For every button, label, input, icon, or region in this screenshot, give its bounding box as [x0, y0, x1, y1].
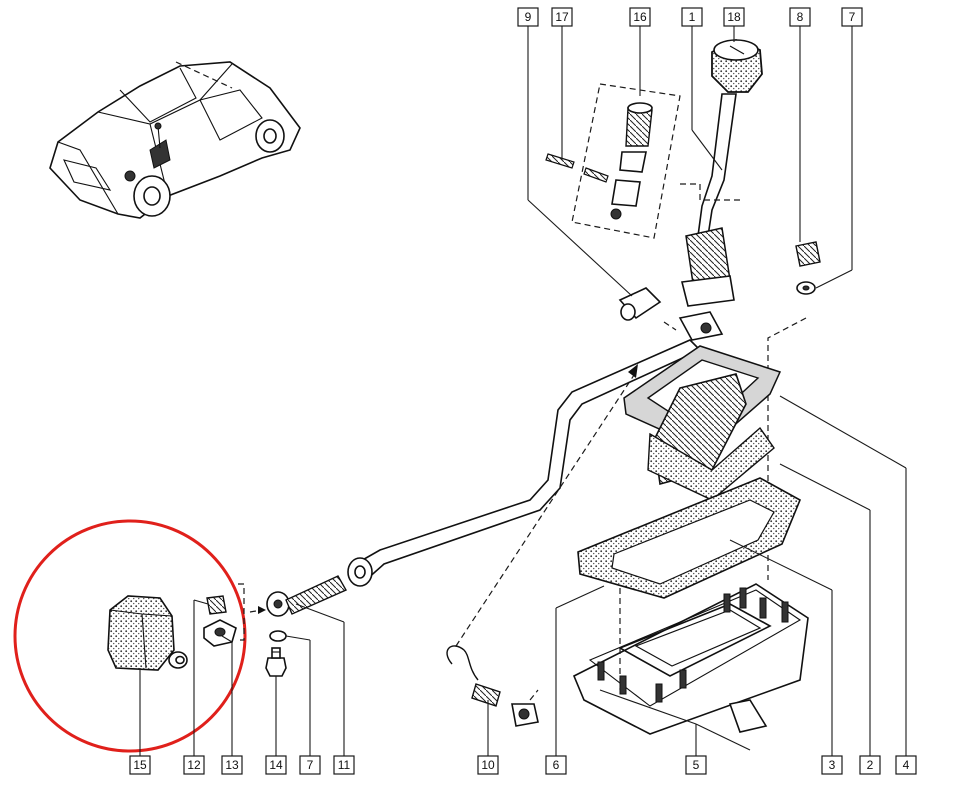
- svg-text:17: 17: [555, 10, 569, 24]
- part-16-assembly: [571, 83, 681, 239]
- svg-text:3: 3: [829, 758, 836, 772]
- svg-text:12: 12: [187, 758, 201, 772]
- svg-text:5: 5: [693, 758, 700, 772]
- part-12-nut: [206, 595, 227, 615]
- callout-5: 5: [685, 755, 707, 775]
- callout-9: 9: [517, 7, 539, 27]
- svg-text:11: 11: [338, 758, 351, 772]
- svg-text:14: 14: [269, 758, 283, 772]
- part-5-base-plate: [572, 583, 809, 735]
- part-6-gasket: [577, 477, 802, 599]
- callout-17: 17: [551, 7, 573, 27]
- car-illustration: [49, 61, 301, 219]
- leader-lines: [139, 26, 907, 760]
- lever-dash: [680, 183, 740, 201]
- part-8-nut: [795, 241, 821, 267]
- part-1-lever: [697, 93, 737, 237]
- callout-7-top: 7: [841, 7, 863, 27]
- svg-text:15: 15: [133, 758, 147, 772]
- svg-text:7: 7: [307, 758, 314, 772]
- bracket-dash: [238, 583, 245, 641]
- callout-1: 1: [681, 7, 703, 27]
- callout-8: 8: [789, 7, 811, 27]
- svg-text:9: 9: [525, 10, 532, 24]
- callout-10: 10: [477, 755, 499, 775]
- svg-text:4: 4: [903, 758, 910, 772]
- svg-text:18: 18: [727, 10, 741, 24]
- callout-11: 11: [333, 755, 355, 775]
- callout-15: 15: [129, 755, 151, 775]
- part-17-pins: [545, 153, 609, 183]
- spring-dash: [455, 371, 637, 647]
- callout-13: 13: [221, 755, 243, 775]
- svg-text:13: 13: [225, 758, 239, 772]
- svg-text:8: 8: [797, 10, 804, 24]
- callout-16: 16: [629, 7, 651, 27]
- callout-6: 6: [545, 755, 567, 775]
- callout-7-bottom: 7: [299, 755, 321, 775]
- part-15-rubber-block: [107, 595, 188, 671]
- callout-14: 14: [265, 755, 287, 775]
- svg-text:16: 16: [633, 10, 647, 24]
- callout-2: 2: [859, 755, 881, 775]
- lever-boot-upper: [681, 227, 735, 307]
- part-18-knob: [711, 39, 763, 93]
- spring-arrow-dash: [529, 689, 539, 701]
- callout-12: 12: [183, 755, 205, 775]
- part-14-bolt: [265, 647, 287, 677]
- part-9-coupling: [618, 287, 662, 321]
- svg-text:10: 10: [481, 758, 495, 772]
- callout-3: 3: [821, 755, 843, 775]
- part-10-spring: [446, 645, 539, 727]
- svg-text:6: 6: [553, 758, 560, 772]
- part-2-boot: [647, 373, 775, 501]
- part-11-rod-end: [266, 575, 347, 617]
- coupling-arrow: [663, 321, 677, 331]
- callout-18: 18: [723, 7, 745, 27]
- highlight-circle: [13, 519, 247, 753]
- part-7-washer-lower: [269, 630, 287, 642]
- svg-text:1: 1: [689, 10, 696, 24]
- callout-4: 4: [895, 755, 917, 775]
- svg-text:7: 7: [849, 10, 856, 24]
- svg-text:2: 2: [867, 758, 874, 772]
